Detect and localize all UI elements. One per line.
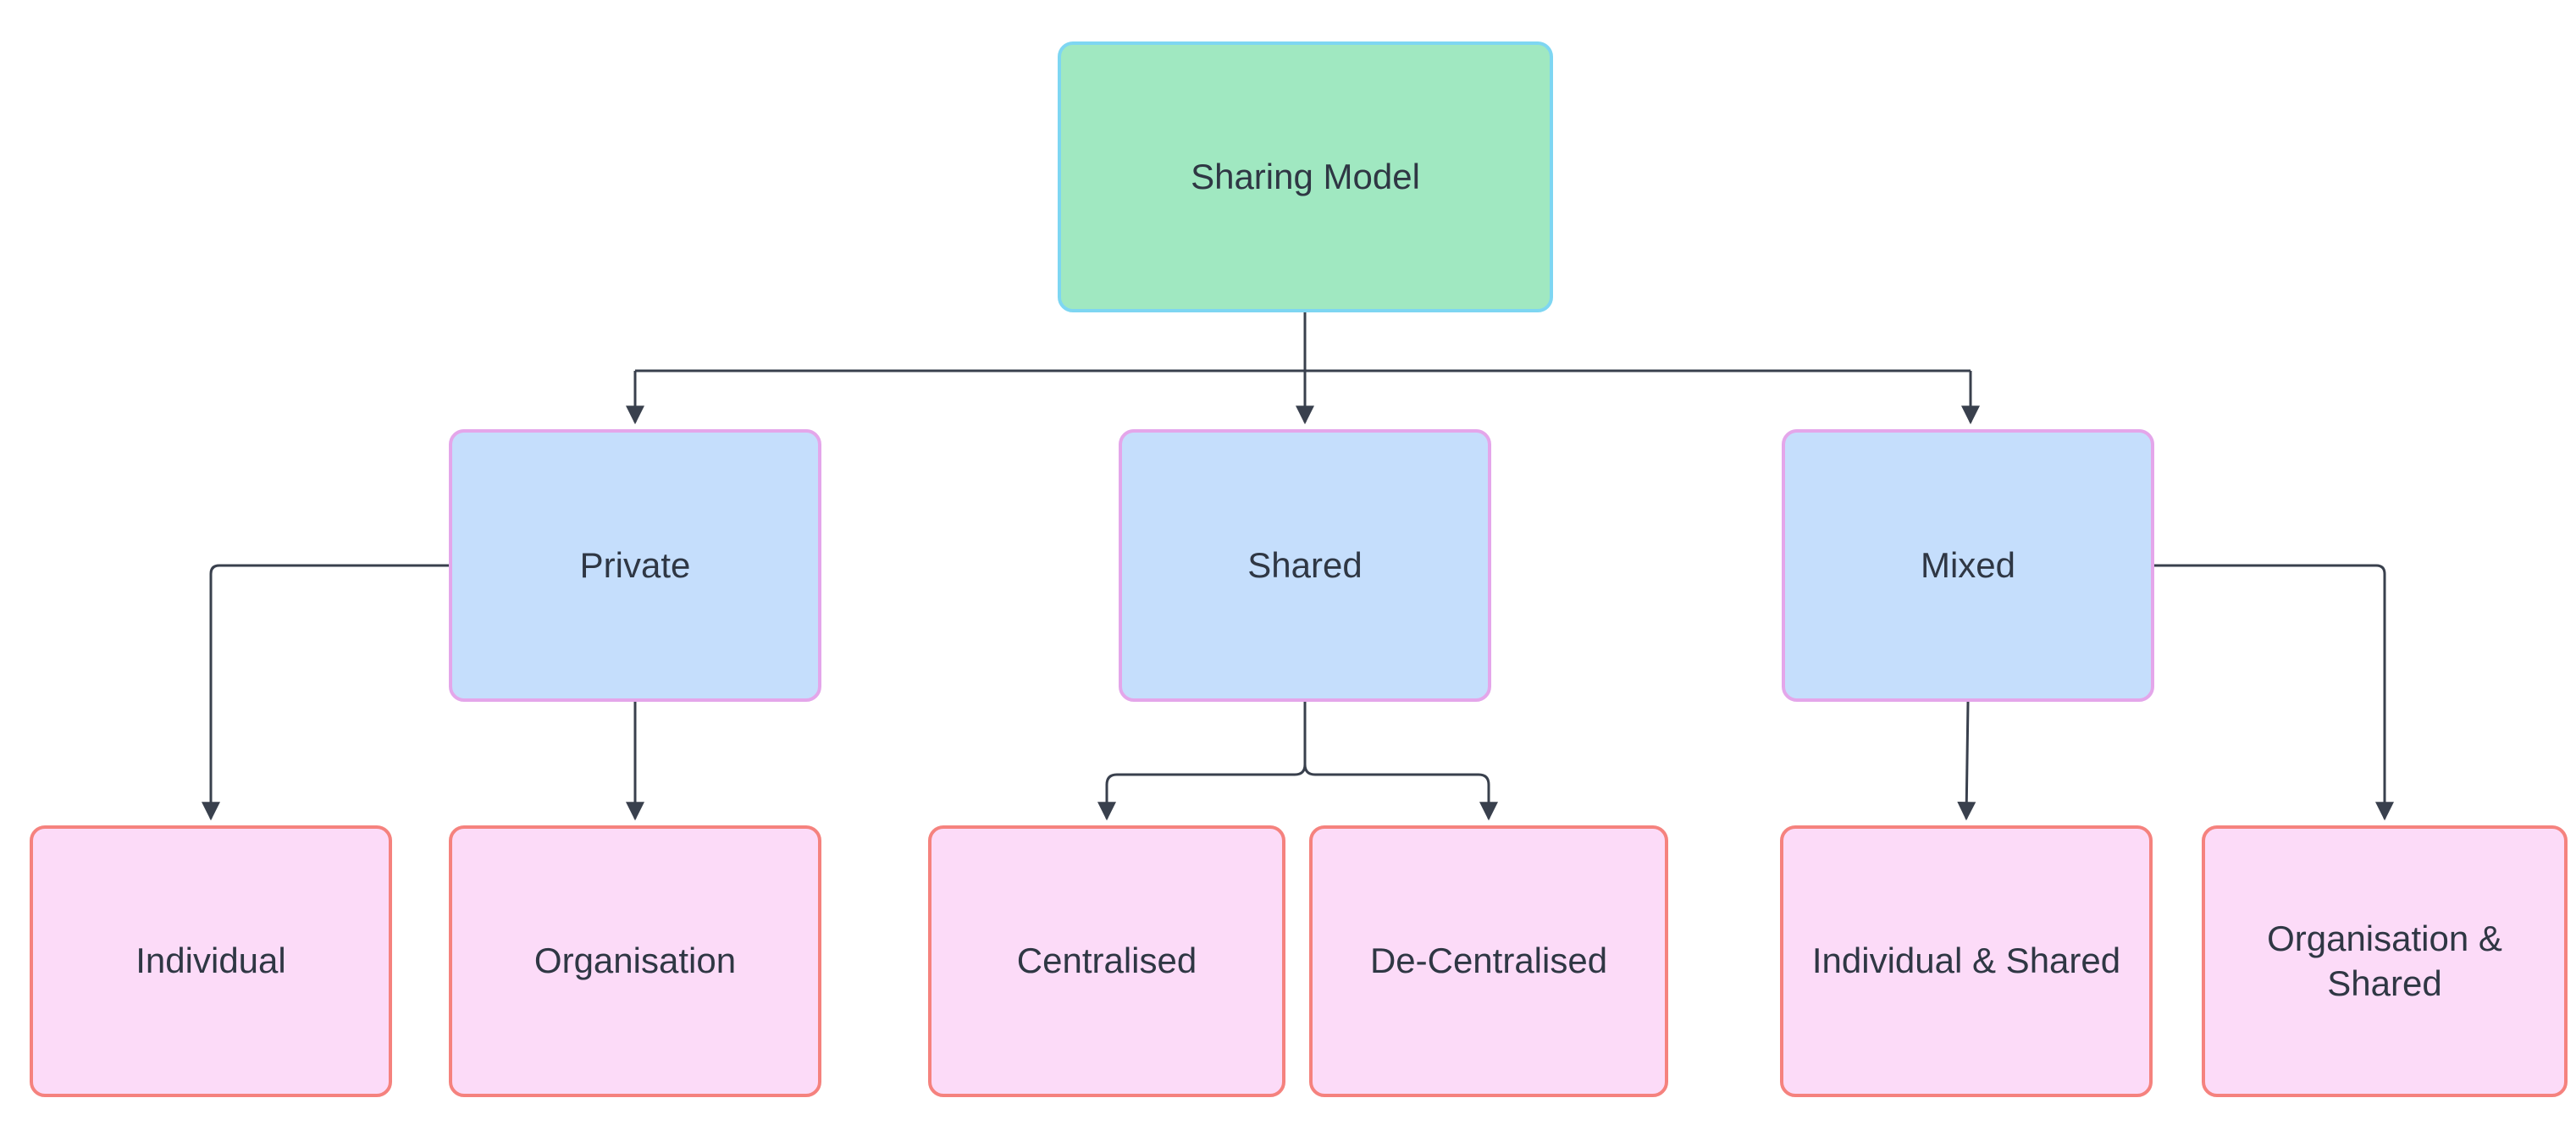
node-individual-and-shared: Individual & Shared [1780,825,2153,1097]
connector-root-rail [635,312,1971,372]
node-mixed: Mixed [1782,429,2154,702]
node-de-centralised: De-Centralised [1309,825,1668,1097]
node-private-label: Private [579,544,691,585]
node-organisation-and-shared: Organisation & Shared [2202,825,2568,1097]
node-organisation: Organisation [449,825,821,1097]
node-centralised: Centralised [928,825,1285,1097]
connector-shared-centralised [1097,702,1307,821]
node-mixed-label: Mixed [1920,544,2016,585]
connector-mixed-individual-shared [1957,701,1976,821]
node-shared: Shared [1119,429,1491,702]
connector-mixed-organisation-shared [2154,564,2394,821]
node-private: Private [449,429,821,702]
connector-shared-decentralised [1303,702,1498,821]
node-centralised-label: Centralised [1016,941,1197,981]
connector-private-individual [202,564,449,821]
node-individual: Individual [30,825,392,1097]
node-individual-and-shared-label: Individual & Shared [1811,941,2121,981]
node-sharing-model: Sharing Model [1058,41,1553,312]
node-organisation-and-shared-label: Organisation & Shared [2267,919,2502,1003]
node-de-centralised-label: De-Centralised [1369,941,1608,981]
node-individual-label: Individual [135,941,286,981]
node-shared-label: Shared [1247,544,1363,585]
node-sharing-model-label: Sharing Model [1191,156,1420,196]
node-organisation-label: Organisation [533,941,737,981]
